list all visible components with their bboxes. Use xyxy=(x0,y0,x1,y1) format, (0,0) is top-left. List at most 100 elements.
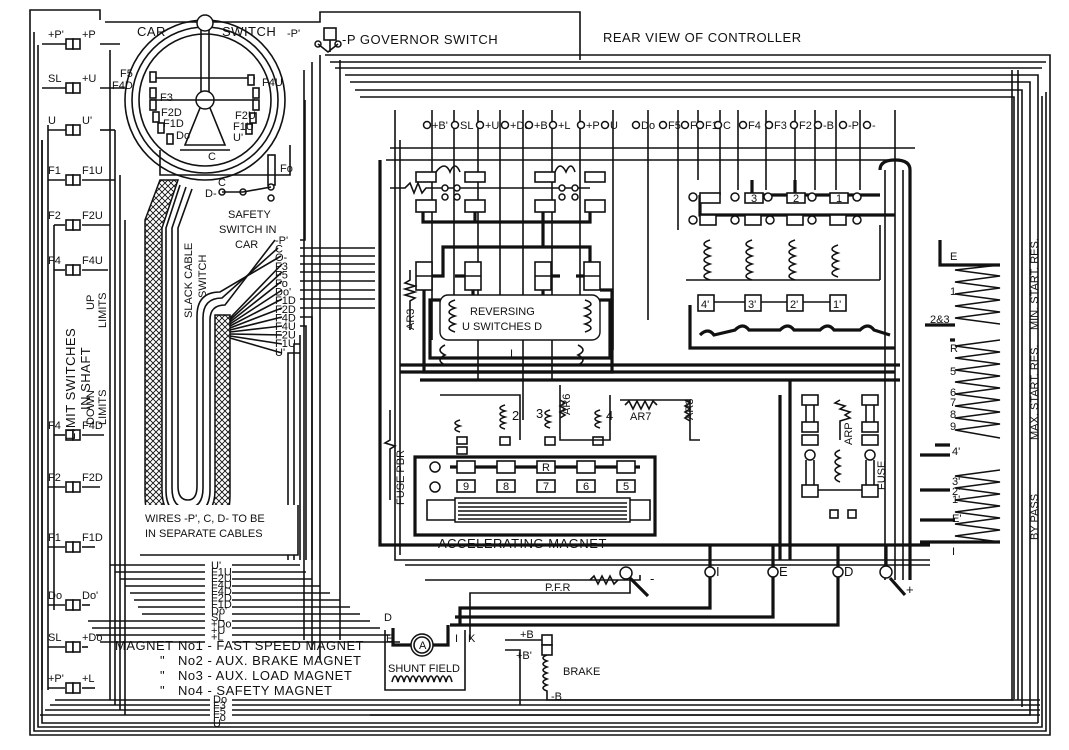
reversing-switches xyxy=(390,165,614,374)
lower-cable-label: F2D xyxy=(211,593,232,605)
cable-wire-label: F5 xyxy=(275,269,288,281)
controller-terminal-label: +B xyxy=(534,120,548,132)
limit-switch-column xyxy=(41,38,126,715)
accel-contact-label: 6 xyxy=(583,481,589,493)
limit-switch-left-label: U xyxy=(48,115,56,127)
controller-terminal xyxy=(422,120,432,130)
arp-fuse xyxy=(778,380,879,560)
controller-terminal-label: +L xyxy=(558,120,571,132)
bypass-tap-label: 4' xyxy=(952,446,960,458)
limit-switch-left-label: F2 xyxy=(48,472,61,484)
accel-contact-bottom xyxy=(496,479,516,493)
bypass-tap-label: 3' xyxy=(952,476,960,488)
min-start-tap-label: 1 xyxy=(950,286,956,298)
accel-contact-top xyxy=(536,460,556,474)
controller-terminal-label: +U xyxy=(485,120,499,132)
main-terminal-label: I xyxy=(716,564,720,579)
controller-terminal-label: Do xyxy=(641,120,655,132)
main-terminal-label: - xyxy=(650,571,655,586)
car-switch xyxy=(124,14,291,202)
bottom-cable-label: Do xyxy=(213,694,227,706)
limit-switch-right-label: F1U xyxy=(82,165,103,177)
safety-switch-line1: SAFETY xyxy=(228,209,271,221)
controller-terminal-label: C xyxy=(723,120,731,132)
main-terminal-label: D xyxy=(844,564,854,579)
controller-terminal xyxy=(576,120,586,130)
car-switch-misc-label: C xyxy=(218,177,226,189)
accel-contact-label: 8 xyxy=(503,481,509,493)
controller-terminal xyxy=(631,120,641,130)
accelerating-magnet-label: ACCELERATING MAGNET xyxy=(438,536,607,551)
up-limits-label-2: LIMITS xyxy=(97,293,109,328)
controller-terminal xyxy=(500,120,510,130)
max-start-res-label: MAX. START. RES. xyxy=(1029,344,1041,440)
controller-terminal-label: - xyxy=(872,120,876,132)
governor-left-label: -P' xyxy=(287,28,300,40)
bypass-tap-label: 1' xyxy=(952,494,960,506)
controller-terminal-label: +P xyxy=(586,120,600,132)
limit-switch-left-label: +P' xyxy=(48,673,64,685)
limit-switch-right-label: +U xyxy=(82,73,96,85)
labels: CAR SWITCH -P' -P GOVERNOR SWITCH REAR V… xyxy=(63,24,1041,703)
safety-switch-line3: CAR xyxy=(235,239,258,251)
cable-wire-label: C xyxy=(275,244,283,256)
aux-coil-number: 2 xyxy=(512,408,520,423)
accel-contact-label: 5 xyxy=(623,481,629,493)
car-switch-contact-label: F4D xyxy=(112,80,133,92)
accel-contact-label: 7 xyxy=(543,481,549,493)
brake-terminal-plus-b-prime: +B' xyxy=(516,650,532,662)
motor-label-k: K xyxy=(468,633,476,645)
motor-label-d: D xyxy=(384,612,392,624)
down-limits-label-1: DOWN xyxy=(85,390,97,425)
limit-switch-right-label: U' xyxy=(82,115,92,127)
shunt-field-label: SHUNT FIELD xyxy=(388,663,460,675)
slack-cable-label-1: SLACK CABLE xyxy=(183,243,195,318)
magnet-legend-prefix: " xyxy=(160,653,165,668)
slack-cable-label-2: SWITCH xyxy=(197,255,209,298)
brake-terminal-minus-b: -B xyxy=(551,691,562,703)
controller-terminal xyxy=(764,120,774,130)
wires-note-2: IN SEPARATE CABLES xyxy=(145,528,263,540)
controller-terminal xyxy=(695,120,705,130)
main-terminal-label: + xyxy=(906,582,914,597)
bottom-cable-label: U xyxy=(213,718,221,730)
bypass-tap-label: E' xyxy=(952,513,961,525)
resistor-label: AR6 xyxy=(561,394,573,415)
controller-terminal-label: -B xyxy=(823,120,834,132)
limit-switch-left-label: SL xyxy=(48,73,61,85)
bottom-cable-label: F3 xyxy=(213,700,226,712)
controller-terminal xyxy=(548,120,558,130)
controller-terminal xyxy=(738,120,748,130)
motor-label-i: I xyxy=(455,633,458,645)
bypass-tap-label: I xyxy=(952,546,955,558)
lower-cable-label: F1D xyxy=(211,599,232,611)
main-terminal-label: E xyxy=(779,564,788,579)
car-switch-title-right: SWITCH xyxy=(222,24,276,39)
primed-magnet-box-number: 4' xyxy=(701,299,709,311)
cable-wire-label: F2D xyxy=(275,304,296,316)
controller-frame xyxy=(378,110,930,580)
brake-terminal-plus-b: +B xyxy=(520,629,534,641)
lower-cable-label: +L xyxy=(211,632,224,644)
magnet-legend-entry: No3 - AUX. LOAD MAGNET xyxy=(178,668,352,683)
max-start-tap-label: 8 xyxy=(950,409,956,421)
governor-switch xyxy=(314,27,342,54)
cable-wire-label: F2U xyxy=(275,330,296,342)
controller-terminal xyxy=(600,120,610,130)
cable-wire-label: F3 xyxy=(275,261,288,273)
brake xyxy=(505,634,1014,705)
accel-contact-bottom xyxy=(616,479,636,493)
limit-switch-right-label: F4D xyxy=(82,420,103,432)
controller-terminal xyxy=(450,120,460,130)
cable-wire-label: -P' xyxy=(275,235,288,247)
motor-label-e: E xyxy=(386,633,393,645)
reversing-label-2: U SWITCHES D xyxy=(462,321,542,333)
max-start-tap-label: 5 xyxy=(950,366,956,378)
controller-terminal-label: F3 xyxy=(774,120,787,132)
cable-wire-label: F1D xyxy=(275,295,296,307)
down-limits-label-2: LIMITS xyxy=(97,390,109,425)
up-limits-label-1: UP xyxy=(85,295,97,310)
controller-terminal xyxy=(475,120,485,130)
limit-switches-label: LIMIT SWITCHES xyxy=(63,328,78,440)
controller-terminal-label: SL xyxy=(460,120,473,132)
